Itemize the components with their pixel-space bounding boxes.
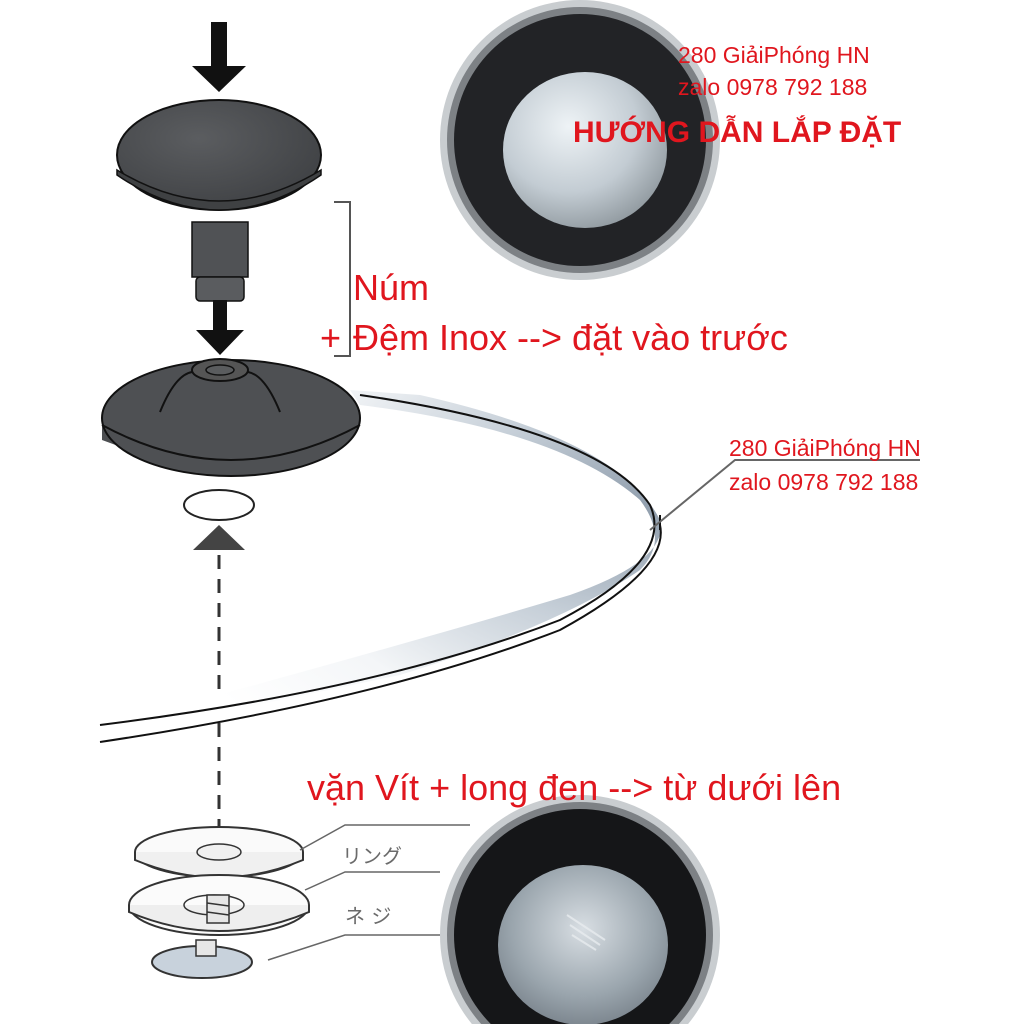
down-arrow-icon xyxy=(196,300,244,355)
photo-inset-bottom xyxy=(440,795,720,1024)
contact-zalo-top: zalo 0978 792 188 xyxy=(678,74,868,100)
photo-inset-top xyxy=(440,0,720,280)
ring-label: リング xyxy=(342,844,402,868)
leader-line xyxy=(267,934,460,961)
knob-part xyxy=(116,99,322,302)
step1-plus-sign: + xyxy=(320,317,342,358)
contact-zalo-side: zalo 0978 792 188 xyxy=(729,469,919,495)
screw-assembly-part xyxy=(128,826,310,979)
contact-address-top: 280 GiảiPhóng HN xyxy=(678,42,870,68)
screw-label: ネ ジ xyxy=(345,904,392,928)
down-arrow-icon xyxy=(192,22,246,92)
leader-line xyxy=(649,459,920,531)
step1-knob-label: Núm xyxy=(353,267,430,308)
contact-address-side: 280 GiảiPhóng HN xyxy=(729,435,921,461)
leader-line xyxy=(304,871,440,891)
step2-screw-label: vặn Vít + long đen --> từ dưới lên xyxy=(307,767,842,808)
rotate-icon xyxy=(183,489,255,550)
leader-line xyxy=(299,824,470,851)
page-title: HƯỚNG DẪN LẮP ĐẶT xyxy=(573,116,902,149)
bracket xyxy=(334,201,351,357)
stainless-washer-part xyxy=(101,358,361,477)
step1-washer-label: Đệm Inox --> đặt vào trước xyxy=(353,317,788,358)
